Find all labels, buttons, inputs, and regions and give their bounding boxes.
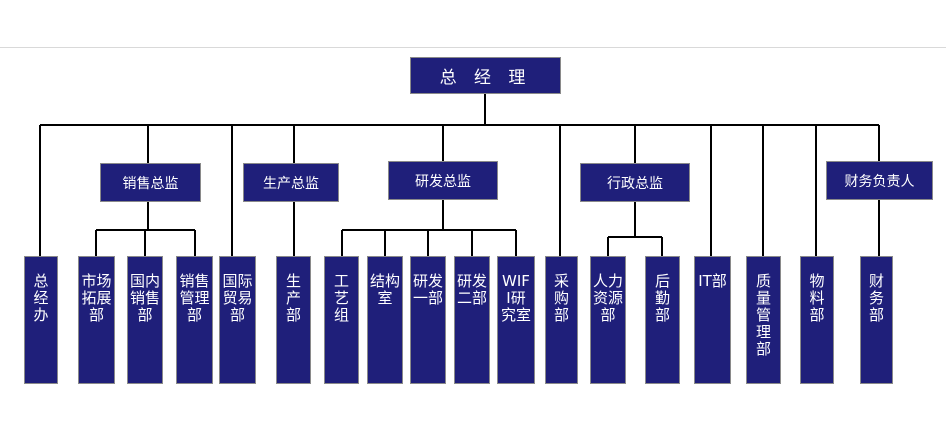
unit-label: IT部 — [698, 272, 727, 290]
admin-director-box: 行政总监 — [580, 163, 690, 202]
unit-label: 生产部 — [285, 272, 301, 324]
unit-label: 质量管理部 — [755, 272, 771, 358]
unit-purchasing: 采购部 — [545, 256, 578, 384]
unit-production: 生产部 — [276, 256, 311, 384]
finance-head-box: 财务负责人 — [826, 161, 933, 200]
sales-director-label: 销售总监 — [122, 175, 179, 192]
unit-rnd-1: 研发一部 — [410, 256, 446, 384]
unit-label: 采购部 — [553, 272, 569, 324]
unit-label: 工艺组 — [333, 272, 349, 324]
unit-label: 市场拓展部 — [81, 272, 112, 324]
unit-wifi-lab: WIFI研究室 — [497, 256, 535, 384]
unit-gm-office: 总经办 — [24, 256, 58, 384]
sales-director-box: 销售总监 — [100, 163, 201, 202]
rnd-director-label: 研发总监 — [415, 173, 471, 190]
production-director-label: 生产总监 — [263, 175, 319, 192]
production-director-box: 生产总监 — [243, 163, 339, 202]
unit-quality-mgmt: 质量管理部 — [746, 256, 781, 384]
unit-logistics: 后勤部 — [645, 256, 680, 384]
unit-finance: 财务部 — [860, 256, 893, 384]
unit-label: 人力资源部 — [593, 272, 624, 324]
unit-materials: 物料部 — [800, 256, 834, 384]
unit-label: 国内销售部 — [130, 272, 161, 324]
unit-hr: 人力资源部 — [590, 256, 626, 384]
unit-it: IT部 — [694, 256, 731, 384]
unit-label: 物料部 — [809, 272, 825, 324]
admin-director-label: 行政总监 — [607, 175, 663, 192]
unit-label: 国际贸易部 — [222, 272, 253, 324]
unit-rnd-2: 研发二部 — [454, 256, 490, 384]
unit-process-group: 工艺组 — [324, 256, 359, 384]
unit-sales-mgmt: 销售管理部 — [176, 256, 213, 384]
unit-label: 总经办 — [33, 272, 49, 324]
unit-label: WIFI研究室 — [500, 272, 531, 324]
rnd-director-box: 研发总监 — [388, 161, 498, 200]
unit-label: 研发一部 — [413, 272, 444, 307]
general-manager-box: 总 经 理 — [410, 57, 561, 94]
general-manager-label: 总 经 理 — [439, 68, 532, 88]
unit-label: 销售管理部 — [179, 272, 210, 324]
unit-structure-room: 结构室 — [367, 256, 403, 384]
top-rule — [0, 47, 946, 48]
unit-label: 后勤部 — [654, 272, 670, 324]
unit-label: 财务部 — [868, 272, 884, 324]
unit-label: 研发二部 — [457, 272, 488, 307]
unit-market-dev: 市场拓展部 — [78, 256, 115, 384]
unit-intl-trade: 国际贸易部 — [219, 256, 256, 384]
unit-label: 结构室 — [370, 272, 401, 307]
unit-domestic-sales: 国内销售部 — [127, 256, 163, 384]
finance-head-label: 财务负责人 — [844, 173, 915, 190]
